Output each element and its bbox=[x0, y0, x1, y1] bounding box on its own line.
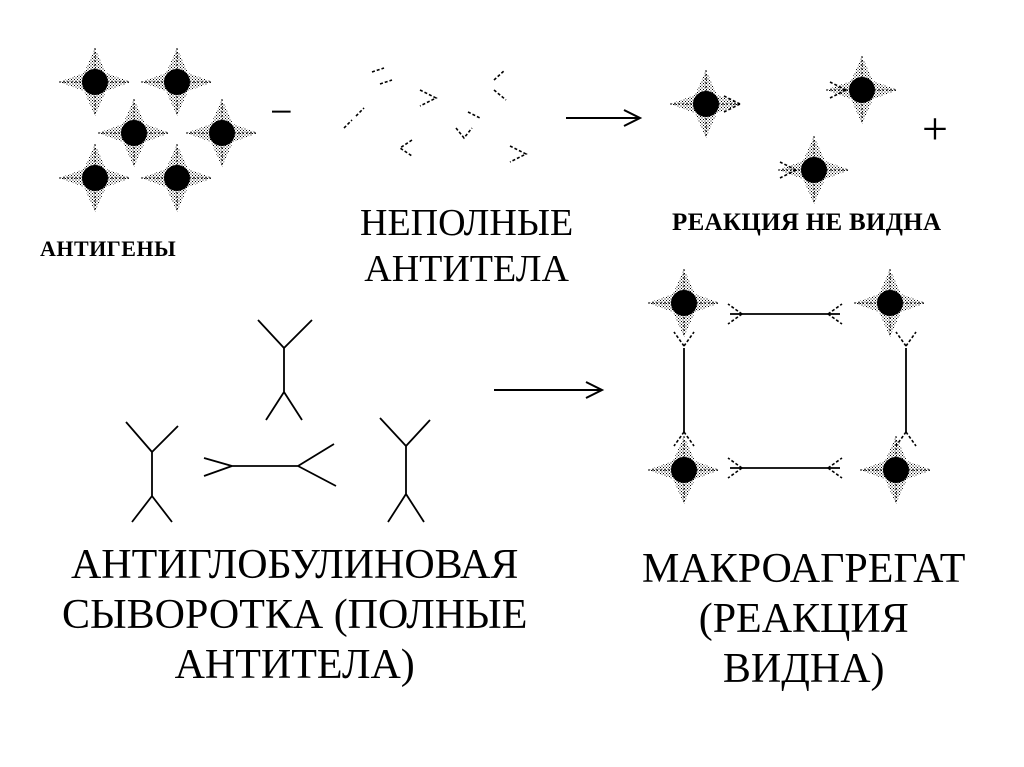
antigen-particle-icon bbox=[854, 269, 926, 337]
macroaggregate-label-line1: МАКРОАГРЕГАТ bbox=[642, 544, 965, 594]
macroaggregate-label-line3: ВИДНА) bbox=[642, 644, 965, 694]
macroaggregate-label: МАКРОАГРЕГАТ (РЕАКЦИЯ ВИДНА) bbox=[642, 544, 965, 694]
antigen-cluster bbox=[59, 48, 258, 212]
antigen-particle-icon bbox=[59, 144, 131, 212]
complete-antibody-icon bbox=[126, 422, 178, 522]
antigen-particle-icon bbox=[670, 70, 742, 138]
complete-antibodies bbox=[126, 320, 430, 522]
coated-antigens bbox=[670, 56, 898, 204]
antigens-label: АНТИГЕНЫ bbox=[40, 238, 176, 260]
antiglobulin-serum-label-line3: АНТИТЕЛА) bbox=[62, 640, 527, 690]
no-reaction-label: РЕАКЦИЯ НЕ ВИДНА bbox=[672, 210, 941, 235]
incomplete-antibody-icon bbox=[494, 70, 506, 100]
incomplete-antibody-icon bbox=[372, 68, 392, 84]
antigen-particle-icon bbox=[648, 269, 720, 337]
antigen-particle-icon bbox=[98, 99, 170, 167]
antigen-particle-icon bbox=[141, 48, 213, 116]
antiglobulin-serum-label: АНТИГЛОБУЛИНОВАЯ СЫВОРОТКА (ПОЛНЫЕ АНТИТ… bbox=[62, 540, 527, 690]
antigen-particle-icon bbox=[778, 136, 850, 204]
incomplete-antibody-icon bbox=[456, 128, 472, 138]
antiglobulin-serum-label-line2: СЫВОРОТКА (ПОЛНЫЕ bbox=[62, 590, 527, 640]
incomplete-antibody-icon bbox=[510, 146, 526, 162]
antigen-particle-icon bbox=[826, 56, 898, 124]
antiglobulin-serum-label-line1: АНТИГЛОБУЛИНОВАЯ bbox=[62, 540, 527, 590]
macroaggregate-label-line2: (РЕАКЦИЯ bbox=[642, 594, 965, 644]
antigen-particle-icon bbox=[860, 436, 932, 504]
incomplete-antibodies-label-line2: АНТИТЕЛА bbox=[360, 246, 573, 292]
arrow-icon bbox=[494, 382, 602, 398]
macroaggregate bbox=[648, 269, 932, 504]
antigen-particle-icon bbox=[648, 436, 720, 504]
incomplete-antibodies-label-line1: НЕПОЛНЫЕ bbox=[360, 200, 573, 246]
complete-antibody-icon bbox=[204, 444, 336, 486]
incomplete-antibodies bbox=[344, 68, 526, 162]
plus-sign: + bbox=[922, 106, 948, 152]
minus-sign: − bbox=[270, 92, 293, 132]
antigen-particle-icon bbox=[141, 144, 213, 212]
complete-antibody-icon bbox=[258, 320, 312, 420]
antigen-particle-icon bbox=[59, 48, 131, 116]
incomplete-antibody-icon bbox=[468, 112, 480, 118]
incomplete-antibodies-label: НЕПОЛНЫЕ АНТИТЕЛА bbox=[360, 200, 573, 292]
antigen-particle-icon bbox=[186, 99, 258, 167]
complete-antibody-icon bbox=[380, 418, 430, 522]
incomplete-antibody-icon bbox=[344, 108, 364, 128]
incomplete-antibody-icon bbox=[400, 140, 412, 156]
arrow-icon bbox=[566, 110, 640, 126]
incomplete-antibody-icon bbox=[420, 90, 436, 106]
